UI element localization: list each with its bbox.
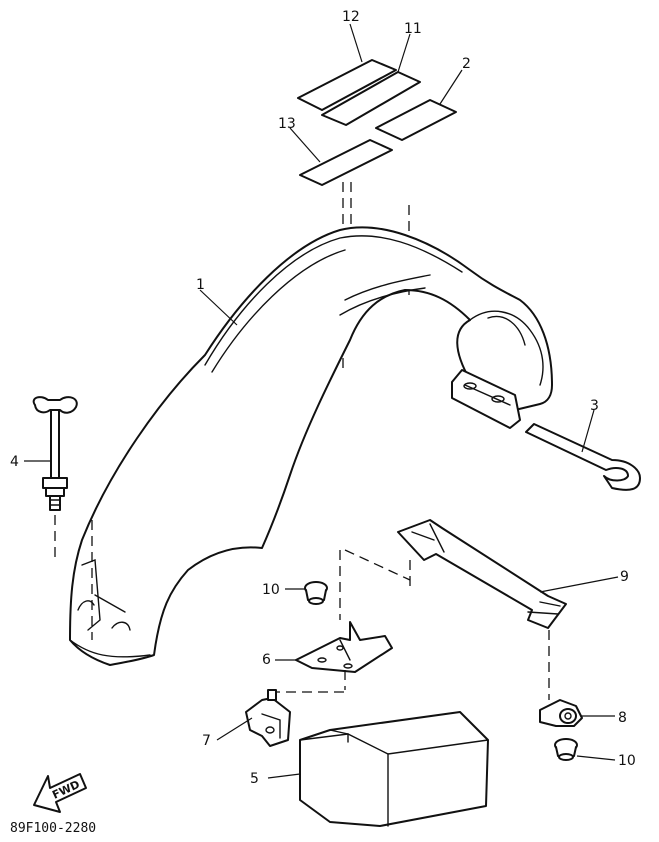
collar <box>539 699 583 727</box>
callout-10-lower: 10 <box>618 753 636 769</box>
fwd-arrow-icon: FWD <box>33 773 87 813</box>
callout-9: 9 <box>620 569 629 585</box>
emblem-13 <box>299 139 393 186</box>
grommet-lower <box>554 738 578 761</box>
drawing-code: 89F100-2280 <box>10 821 96 836</box>
band <box>525 423 641 491</box>
callout-10-upper: 10 <box>262 582 280 598</box>
clip-bracket <box>245 689 291 747</box>
strap <box>397 519 567 629</box>
callout-2: 2 <box>462 56 471 72</box>
emblem-11 <box>321 71 421 126</box>
callout-11: 11 <box>404 21 422 37</box>
wing-bolt <box>32 396 78 511</box>
callout-8: 8 <box>618 710 627 726</box>
callout-7: 7 <box>202 733 211 749</box>
grommet-upper <box>304 581 328 605</box>
emblem-2 <box>375 99 457 141</box>
callout-3: 3 <box>590 398 599 414</box>
rear-fender <box>69 226 553 666</box>
callout-6: 6 <box>262 652 271 668</box>
callout-5: 5 <box>250 771 259 787</box>
callout-12: 12 <box>342 9 360 25</box>
bracket <box>295 621 393 673</box>
emblem-12 <box>297 59 397 111</box>
callout-1: 1 <box>196 277 205 293</box>
callout-13: 13 <box>278 116 296 132</box>
tool-case <box>299 711 489 827</box>
callout-4: 4 <box>10 454 19 470</box>
